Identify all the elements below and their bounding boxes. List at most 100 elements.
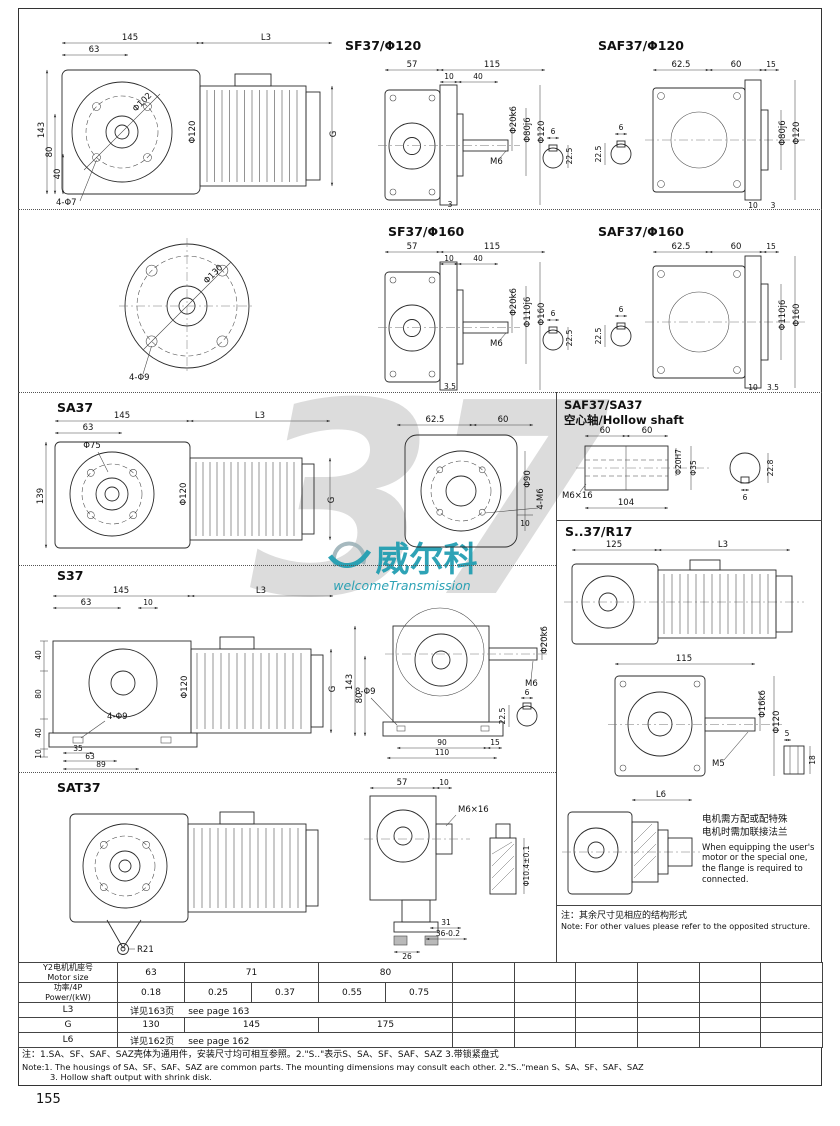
dim-G: G (329, 131, 339, 138)
dim-shaft: Φ16k6 (758, 690, 768, 718)
dim-lines: 57 10 (369, 778, 453, 790)
dim-key-h: 22.5 (498, 707, 507, 724)
key-section-detail: 6 22.5 (542, 309, 574, 351)
empty-cell (513, 982, 577, 1003)
dim-hex: 22.8 (766, 459, 775, 476)
reference-note-en: Note: For other values please refer to t… (561, 922, 811, 932)
empty-cell (637, 1032, 700, 1048)
dim-tap: M5 (712, 759, 725, 769)
dim-spigot: Φ80j6 (523, 117, 533, 142)
bore-section-detail: 6 22.8 (729, 452, 775, 502)
page-border (18, 8, 822, 1086)
dim-key-w: 6 (619, 123, 624, 132)
see-page-cn: 详见163页 (130, 1006, 175, 1017)
dim-t35: 3.5 (444, 382, 456, 391)
dim-G: G (328, 686, 338, 693)
table-cell: 0.55 (318, 982, 387, 1003)
dim-w125: 125 (606, 540, 622, 550)
separator-2 (18, 392, 822, 393)
drawing-s37-front: Φ20k6 M6 6 22.5 143 80 8-Φ9 90 110 15 (345, 607, 550, 760)
dim-w60: 60 (498, 415, 509, 425)
table-cell: 0.18 (117, 982, 185, 1003)
dim-key: 6 (743, 493, 748, 502)
drawing-s37-side: 145 63 10 L3 40 80 40 10 G Φ120 4-Φ9 (34, 586, 338, 771)
row-header-l3: L3 (18, 1002, 118, 1018)
empty-cell (760, 1032, 824, 1048)
drawing-flange-160-face: Φ130 4-Φ9 (119, 238, 255, 383)
table-cell: 175 (318, 1017, 454, 1033)
row-header-cn: 功率/4P (53, 983, 83, 993)
dim-b10: 10 (748, 201, 758, 210)
dim-spigot: Φ80j6 (778, 120, 788, 145)
dim-h40: 40 (53, 169, 63, 180)
dim-lines: 145 63 L3 143 80 40 G (37, 33, 339, 195)
drawing-saf37-160: 6 22.5 62.5 60 15 Φ110j6 Φ160 10 3.5 (594, 242, 805, 392)
dim-w60a: 60 (600, 426, 611, 436)
flange-and-shaft (378, 84, 520, 206)
row-header-l6: L6 (18, 1032, 118, 1048)
dim-w62-5: 62.5 (426, 415, 445, 425)
drawing-r17-gearmotor: 125 L3 (564, 540, 804, 645)
housing (608, 675, 782, 777)
dim-spigot: Φ110j6 (778, 300, 788, 331)
shaft-end-detail: 5 18 (783, 729, 817, 775)
motor (657, 559, 793, 639)
dim-h10: 10 (34, 749, 43, 759)
dim-holes: 4-Φ9 (129, 373, 150, 383)
dim-tap: M6 (490, 339, 503, 349)
dim-lines: 57 115 10 40 (384, 242, 546, 266)
row-header-power: 功率/4P Power/(kW) (18, 982, 118, 1003)
dim-w40: 40 (473, 72, 483, 81)
mount-bracket: 31 36-0.2 26 (393, 899, 468, 961)
empty-cell (760, 962, 824, 983)
empty-cell (575, 962, 639, 983)
dim-lines: 60 60 104 (584, 426, 669, 510)
key-section-detail: 6 22.5 (594, 123, 632, 165)
right-column-line-1 (556, 520, 822, 521)
row-header-cn: Y2电机机座号 (43, 963, 93, 973)
footnote-cn: 注：1.SA、SF、SAF、SAZ壳体为通用件，安装尺寸均可相互参照。2."S.… (22, 1050, 499, 1060)
drawing-hollow-shaft: 60 60 104 M6×16 Φ20H7 Φ35 6 22.8 (562, 426, 775, 510)
drawing-sa37-side: 145 63 L3 139 G Φ75 Φ120 (36, 411, 337, 549)
section-title-sf37-120: SF37/Φ120 (345, 38, 422, 53)
dim-w145: 145 (113, 586, 129, 596)
dim-w62-5: 62.5 (672, 242, 691, 252)
drawing-sat37-side: R21 (69, 811, 319, 955)
empty-cell (637, 982, 700, 1003)
dim-w10: 10 (143, 598, 153, 607)
hollow-shaft-section (576, 445, 710, 491)
gear-housing (69, 813, 189, 923)
empty-cell (575, 1032, 639, 1048)
dim-h40b: 40 (34, 728, 43, 738)
dim-flange: Φ120 (188, 121, 198, 144)
dim-h80: 80 (34, 689, 43, 699)
table-cell: 0.75 (385, 982, 454, 1003)
section-title-s37: S37 (57, 568, 84, 583)
empty-cell (698, 1002, 762, 1018)
separator-1 (18, 209, 822, 210)
dim-w57: 57 (397, 778, 408, 788)
dim-flange: Φ120 (772, 711, 782, 734)
dim-h80: 80 (45, 147, 55, 158)
dim-w63: 63 (81, 598, 92, 608)
dim-key-h: 22.5 (594, 327, 603, 344)
empty-cell (698, 1017, 762, 1033)
dim-shaft: Φ20k6 (540, 626, 550, 654)
empty-cell (698, 982, 762, 1003)
dim-w62-5: 62.5 (672, 60, 691, 70)
dim-w60: 60 (731, 242, 742, 252)
dim-h18: 18 (808, 755, 817, 765)
dim-key-w: 6 (525, 688, 530, 697)
empty-cell (513, 1017, 577, 1033)
dim-d90: Φ90 (523, 470, 533, 488)
reference-note: 注：其余尺寸见相应的结构形式 Note: For other values pl… (561, 910, 817, 932)
dim-shaft: Φ20k6 (509, 106, 519, 134)
empty-cell (575, 1002, 639, 1018)
dim-w40: 40 (473, 254, 483, 263)
footnotes: 注：1.SA、SF、SAF、SAZ壳体为通用件，安装尺寸均可相互参照。2."S.… (22, 1050, 806, 1083)
table-row-motor-size: Y2电机机座号 Motor size 63 71 80 (18, 962, 824, 983)
dim-key-h: 22.5 (565, 147, 574, 164)
dim-w145: 145 (114, 411, 130, 421)
